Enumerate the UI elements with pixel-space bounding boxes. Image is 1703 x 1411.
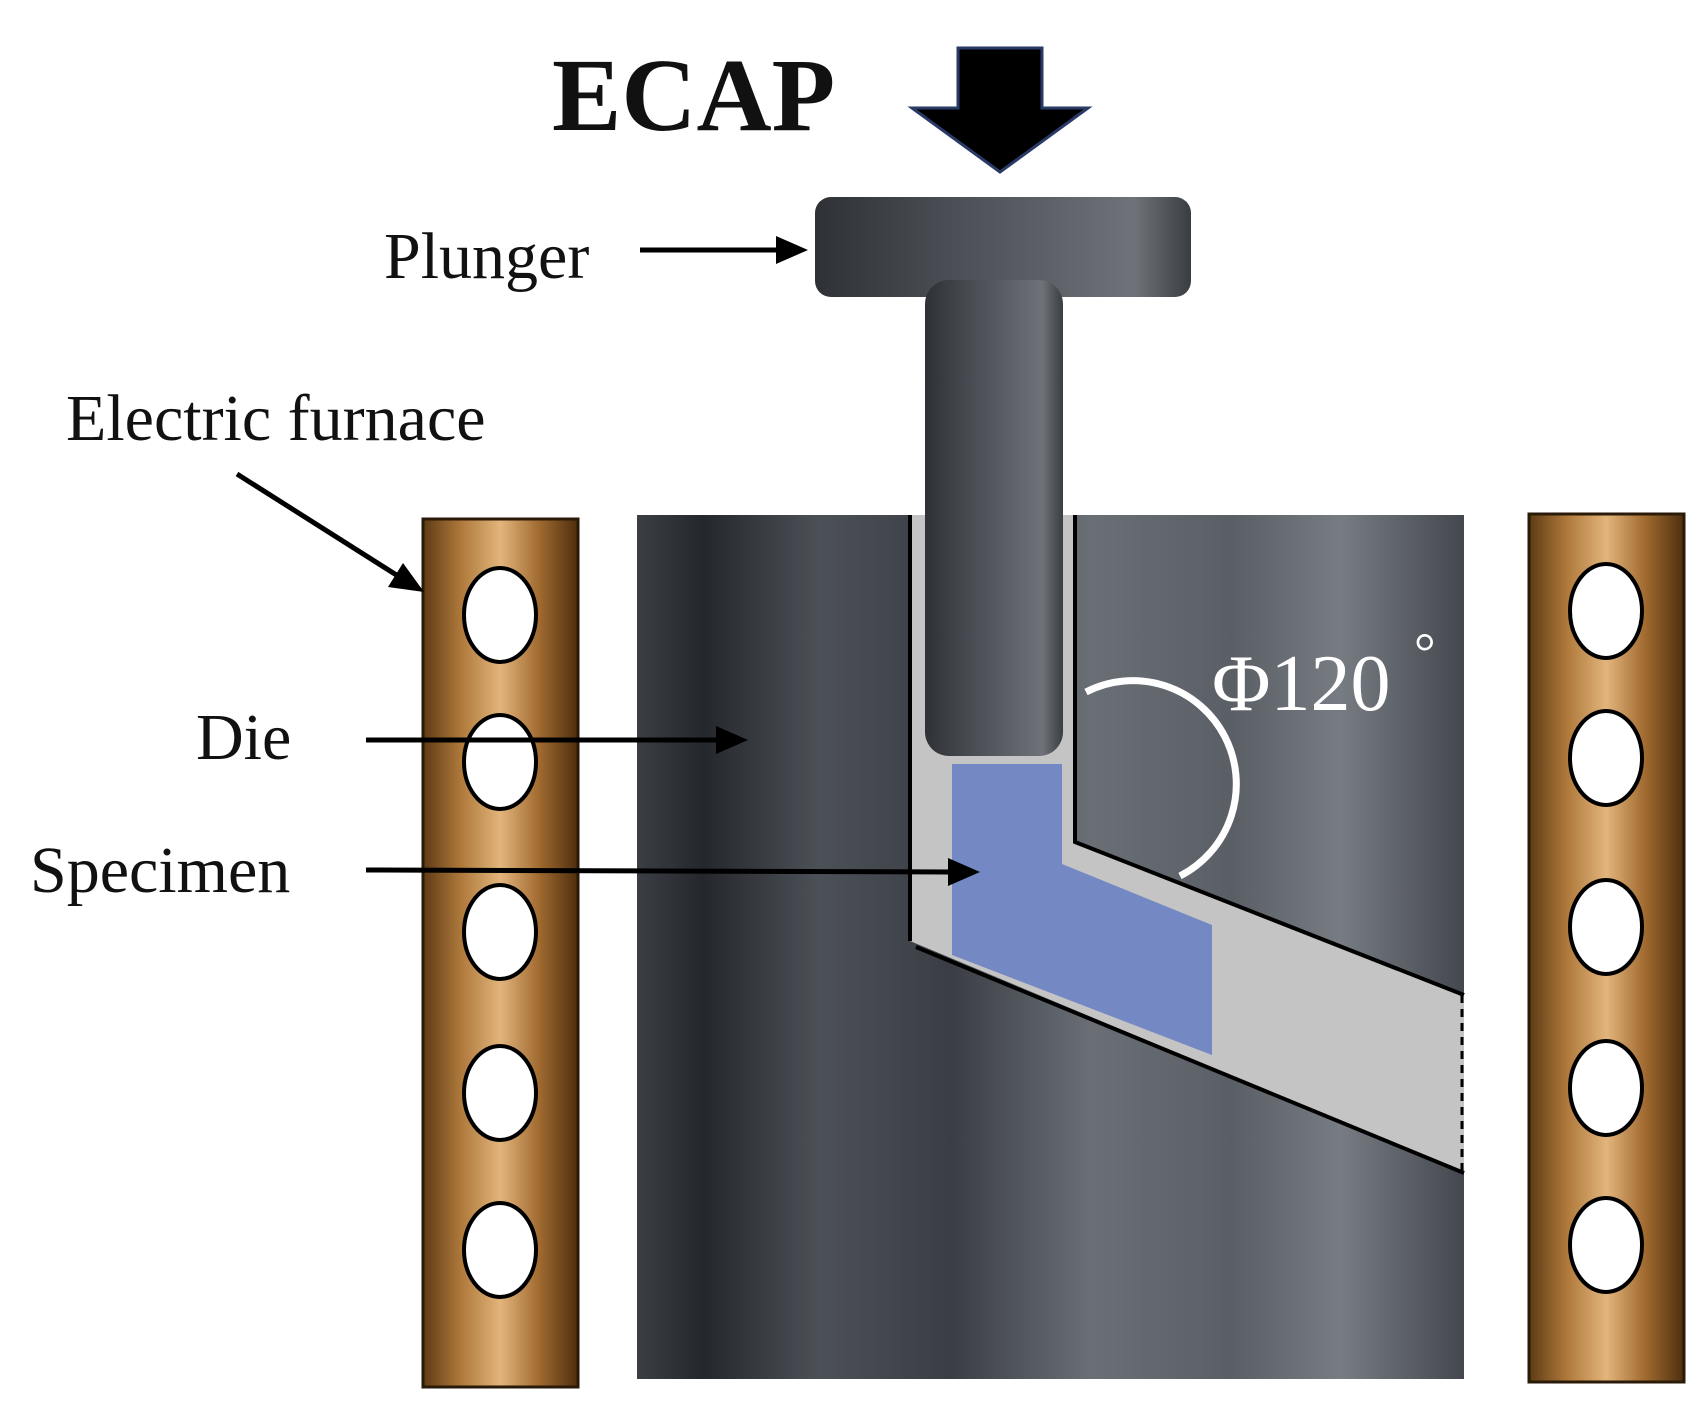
specimen-pointer-arrowhead-icon [948, 858, 980, 886]
specimen-label: Specimen [30, 834, 290, 907]
furnace-pointer-line [235, 471, 400, 579]
furnace-hole-left-1 [462, 566, 538, 664]
furnace-hole-left-4 [462, 1044, 538, 1142]
furnace-hole-right-2 [1568, 709, 1644, 807]
plunger-head [815, 197, 1191, 297]
furnace-hole-right-3 [1568, 878, 1644, 976]
plunger-shaft [925, 280, 1063, 756]
specimen [952, 764, 1212, 1055]
angle-arc [1084, 677, 1240, 880]
furnace-hole-left-5 [462, 1201, 538, 1299]
channel-outline-inner [1073, 515, 1465, 997]
electric-furnace-label: Electric furnace [66, 382, 486, 455]
die-label: Die [196, 701, 291, 774]
furnace-hole-right-4 [1568, 1039, 1644, 1137]
die-pointer-arrowhead-icon [716, 726, 748, 754]
force-arrow-icon [907, 46, 1093, 174]
plunger-label: Plunger [384, 220, 589, 293]
specimen-pointer-line [365, 867, 951, 875]
angle-unit: ° [1414, 622, 1436, 682]
furnace-hole-left-3 [462, 883, 538, 981]
plunger-pointer-arrowhead-icon [776, 236, 808, 264]
angle-label: Φ120 [1212, 640, 1390, 728]
furnace-hole-right-1 [1568, 562, 1644, 660]
channel-outline-bottom [915, 945, 1465, 1175]
furnace-hole-right-5 [1568, 1196, 1644, 1294]
diagram-title: ECAP [552, 38, 835, 153]
furnace-hole-left-2 [462, 713, 538, 811]
furnace-pointer-arrowhead-icon [388, 563, 424, 592]
